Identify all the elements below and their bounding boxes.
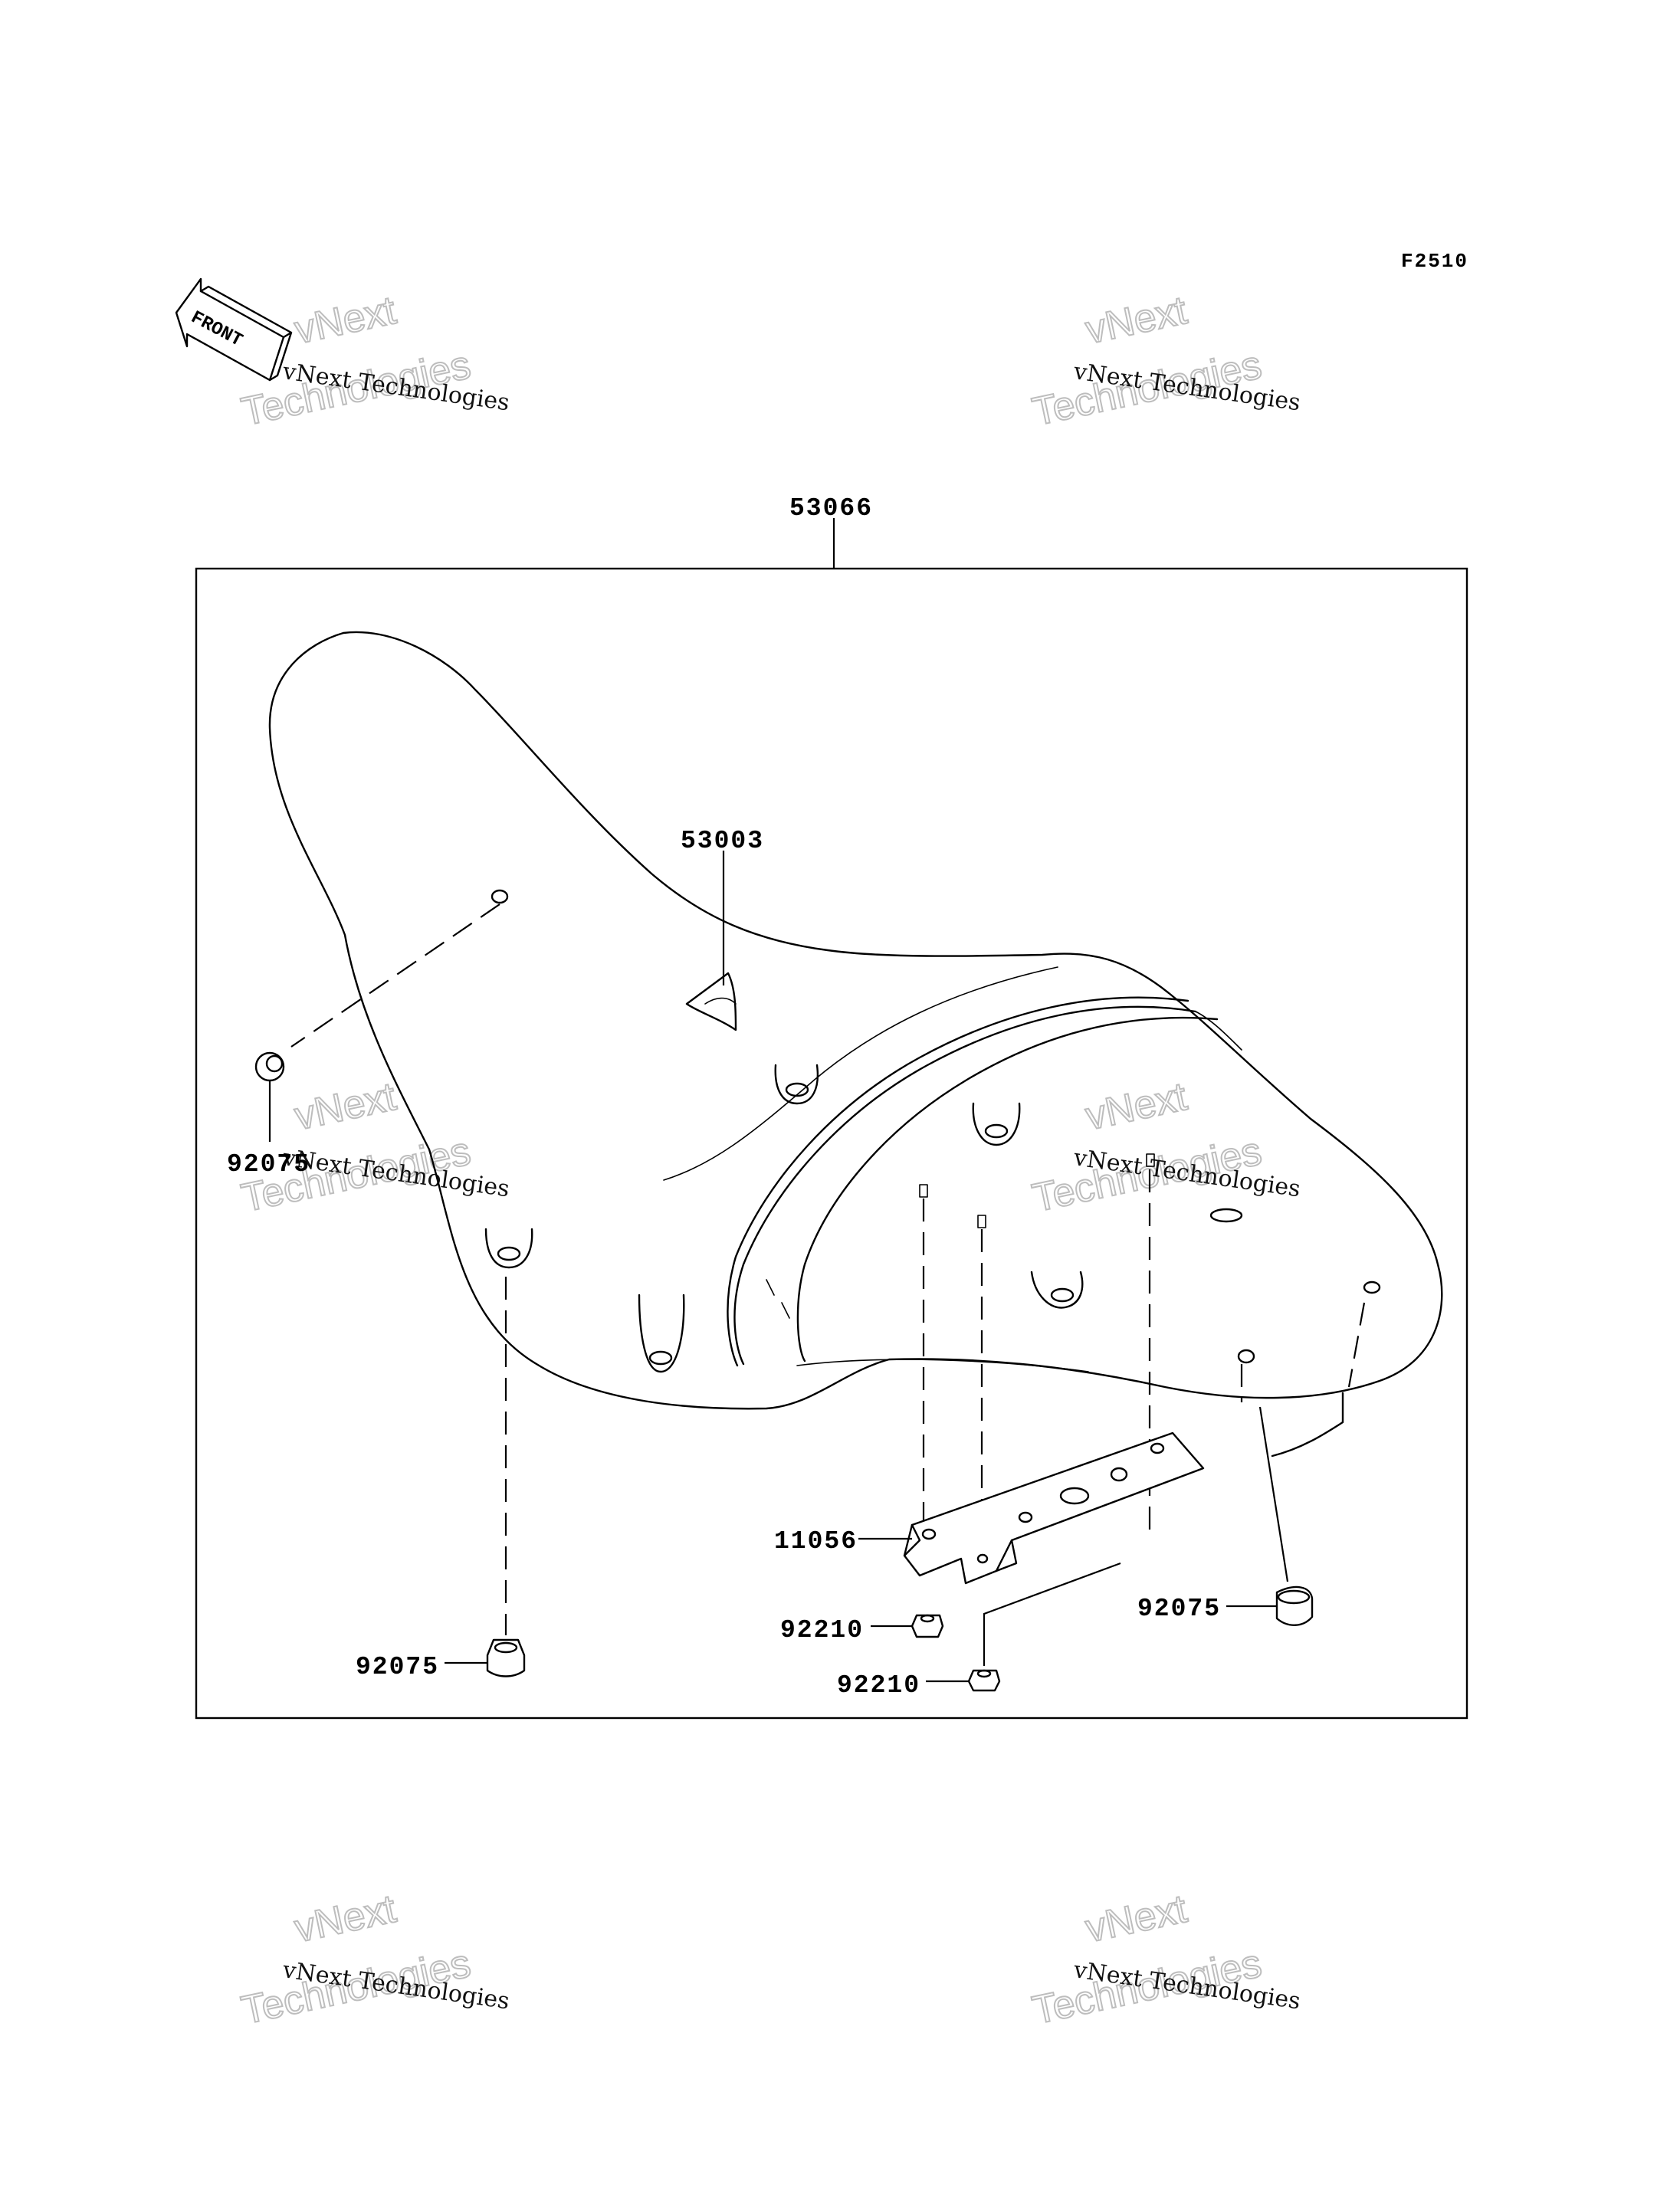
damper-92075-right — [1275, 1585, 1314, 1626]
nut-92210-right — [967, 1669, 1001, 1692]
boss-2 — [972, 1102, 1021, 1146]
label-53003: 53003 — [681, 827, 764, 855]
label-92210-left: 92210 — [780, 1616, 864, 1644]
watermark-5: vNext Technologies vNext Technologies — [237, 1886, 511, 2034]
watermark-large-top: vNext — [290, 1887, 400, 1951]
boss-5 — [1030, 1271, 1084, 1309]
front-label: FRONT — [187, 307, 245, 352]
label-92075-upper-left: 92075 — [227, 1150, 310, 1179]
bracket-11056 — [903, 1431, 1205, 1585]
label-53066: 53066 — [789, 494, 873, 523]
label-92075-right: 92075 — [1137, 1595, 1221, 1623]
damper-92075-upper-left — [254, 1051, 285, 1082]
watermark-large-top: vNext — [1081, 1887, 1191, 1951]
seat — [268, 631, 1443, 1458]
nut-92210-left — [911, 1614, 944, 1638]
damper-92075-lower-left — [486, 1638, 526, 1677]
boss-6 — [1209, 1208, 1243, 1223]
mount-hole-2 — [1237, 1349, 1255, 1364]
watermark-1: vNext Technologies vNext Technologies — [237, 287, 511, 435]
watermark-large-top: vNext — [1081, 1074, 1191, 1139]
label-92210-right: 92210 — [837, 1671, 920, 1700]
watermark-6: vNext Technologies vNext Technologies — [1028, 1886, 1302, 2034]
boss-4 — [638, 1294, 685, 1373]
boss-1 — [774, 1064, 819, 1105]
watermark-3: vNext Technologies vNext Technologies — [237, 1074, 511, 1221]
label-11056: 11056 — [774, 1527, 858, 1556]
watermark-4: vNext Technologies vNext Technologies — [1028, 1074, 1302, 1221]
watermark-large-top: vNext — [1081, 288, 1191, 353]
diagram-code: F2510 — [1401, 250, 1468, 273]
watermark-large-top: vNext — [290, 288, 400, 353]
label-92075-lower-left: 92075 — [356, 1653, 439, 1681]
watermark-2: vNext Technologies vNext Technologies — [1028, 287, 1302, 435]
small-post-1 — [919, 1153, 1155, 1228]
front-arrow-icon: FRONT — [175, 277, 293, 382]
mount-hole-3 — [1363, 1280, 1381, 1294]
watermark-large-top: vNext — [290, 1074, 400, 1139]
boss-3 — [484, 1228, 533, 1269]
assembly-frame — [195, 567, 1468, 1720]
mount-hole-1 — [491, 889, 509, 904]
